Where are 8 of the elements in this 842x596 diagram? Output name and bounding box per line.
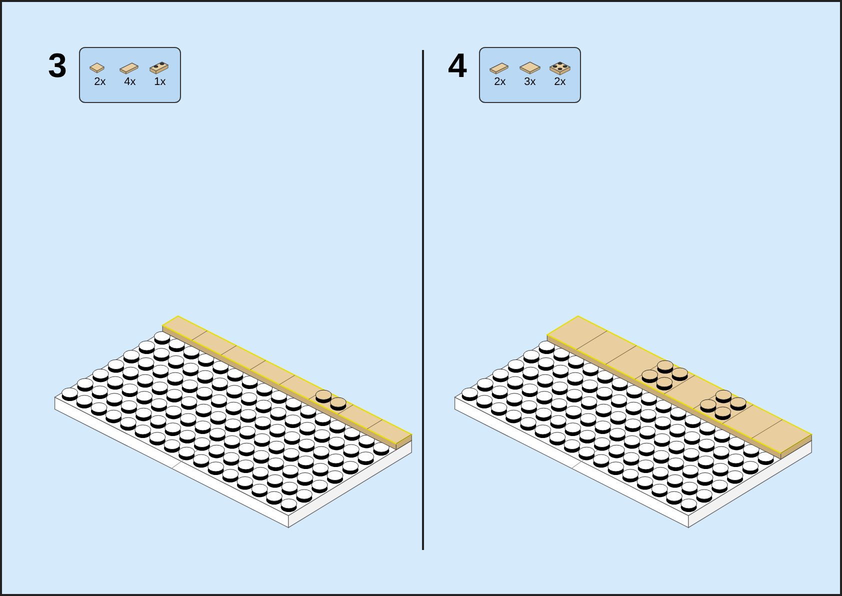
part-count: 2x xyxy=(94,77,106,88)
part-count: 1x xyxy=(154,77,166,88)
part-count: 2x xyxy=(554,77,566,88)
part-count: 2x xyxy=(494,77,506,88)
step-number: 3 xyxy=(48,49,67,83)
step-number: 4 xyxy=(448,49,467,83)
part-count: 3x xyxy=(524,77,536,88)
part-count: 4x xyxy=(124,77,136,88)
